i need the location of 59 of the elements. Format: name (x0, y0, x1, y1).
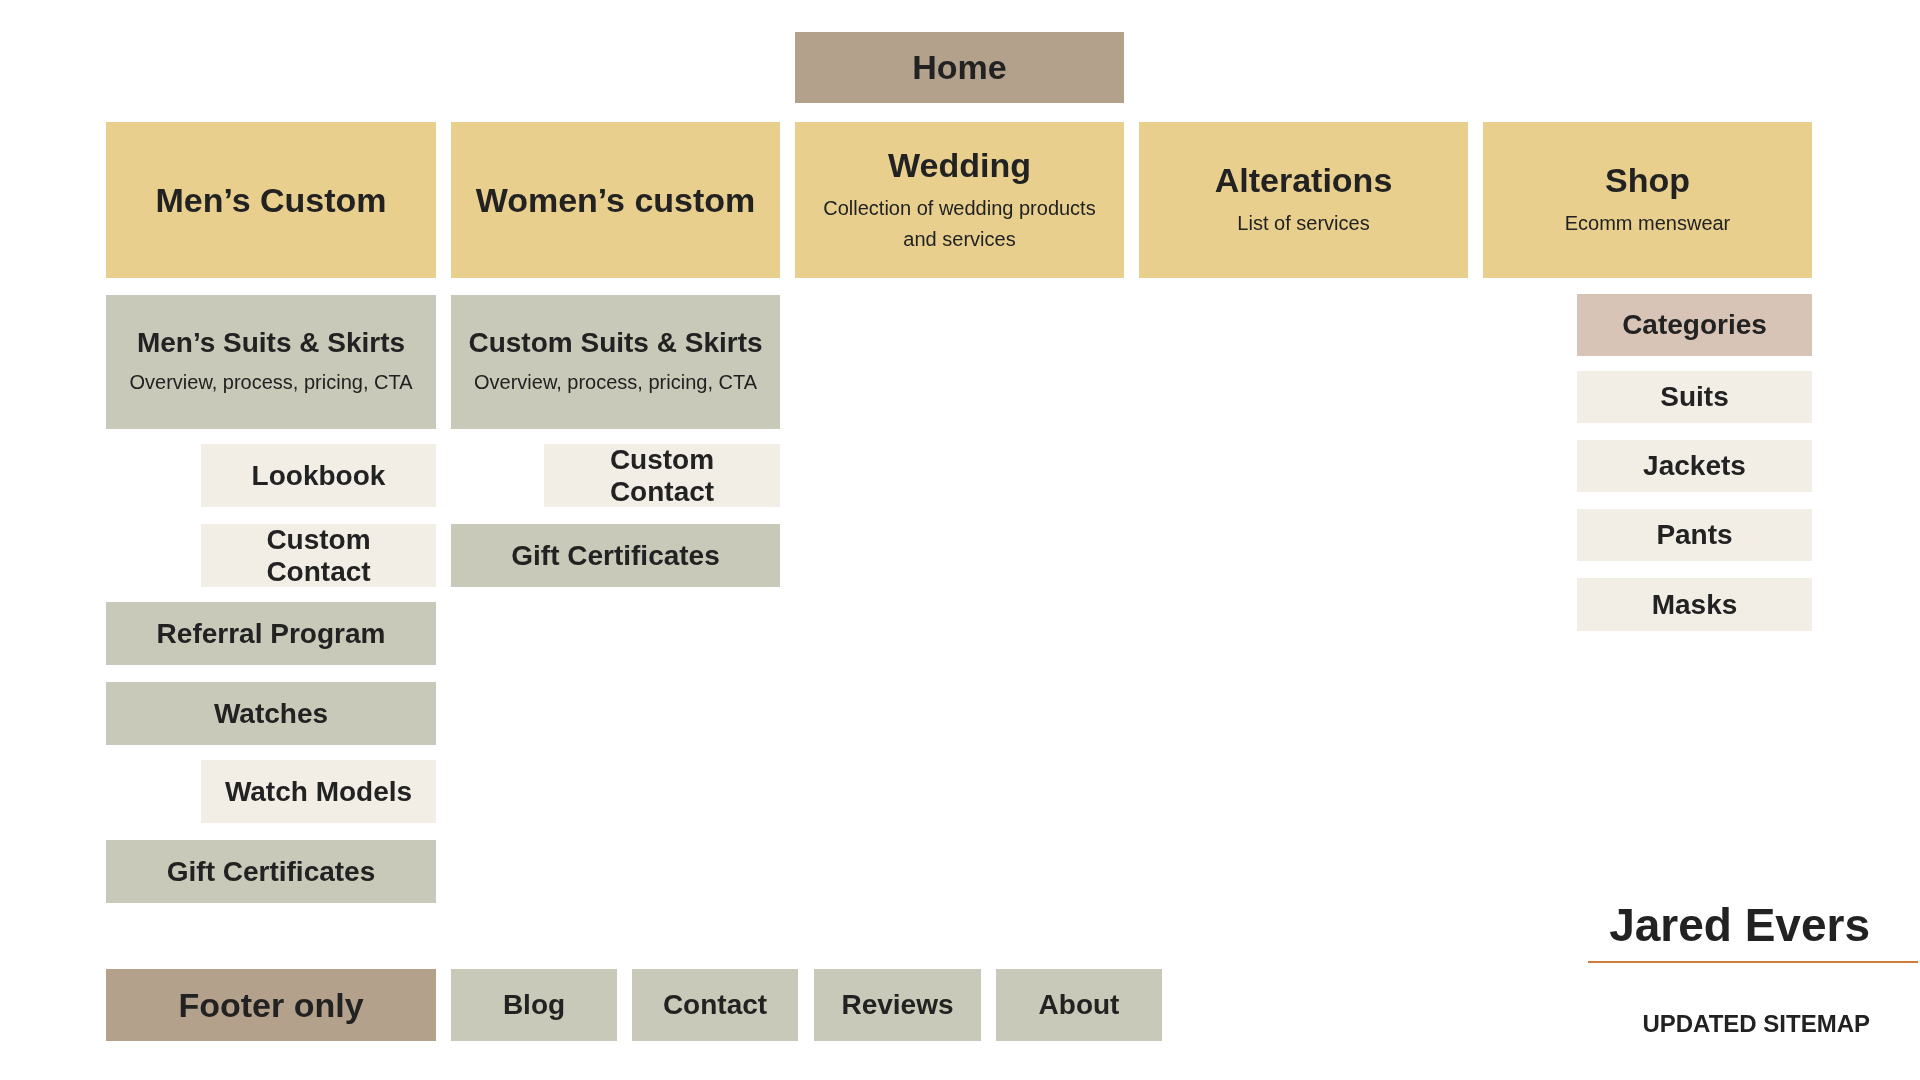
page-title: Gift Certificates (166, 855, 376, 888)
page-title: Men’s Suits & Skirts (136, 326, 406, 359)
author-name: Jared Evers (1608, 898, 1870, 952)
page-title: Lookbook (251, 459, 386, 492)
page-box (795, 32, 1124, 103)
page-box (106, 682, 436, 745)
page-title: Watch Models (224, 775, 413, 808)
page-description: Collection of wedding products and services (822, 195, 1097, 252)
page-box (451, 295, 780, 429)
page-title: Women’s custom (475, 180, 756, 220)
page-box (996, 969, 1162, 1041)
subtitle: UPDATED SITEMAP (1641, 1010, 1870, 1038)
subpage-box (1577, 509, 1812, 561)
section-box (1483, 122, 1812, 278)
page-title: Wedding (888, 145, 1031, 185)
category-header-box (1577, 294, 1812, 356)
page-box (814, 969, 981, 1041)
page-description: Overview, process, pricing, CTA (473, 369, 757, 395)
page-title: Pants (1656, 519, 1733, 551)
page-title: Blog (502, 989, 566, 1021)
subpage-box (201, 760, 436, 823)
page-box (106, 840, 436, 903)
page-title: Referral Program (156, 617, 386, 650)
page-title: Home (912, 48, 1007, 87)
subpage-box (1577, 371, 1812, 423)
page-title: Gift Certificates (511, 539, 720, 572)
subpage-box (1577, 440, 1812, 492)
page-title: Men’s Custom (155, 180, 387, 220)
page-box (451, 524, 780, 587)
page-title: Reviews (841, 989, 954, 1021)
page-title: Custom Suits & Skirts (468, 326, 763, 359)
page-box (106, 602, 436, 665)
page-description: Overview, process, pricing, CTA (129, 369, 413, 395)
section-box (451, 122, 780, 278)
page-title: Contact (662, 989, 768, 1021)
subpage-box (544, 444, 780, 507)
section-box (106, 122, 436, 278)
page-description: Ecomm menswear (1564, 211, 1731, 236)
section-box (795, 122, 1124, 278)
page-description: List of services (1237, 211, 1370, 236)
section-box (1139, 122, 1468, 278)
subpage-box (201, 524, 436, 587)
page-title: Custom Contact (265, 523, 372, 588)
page-title: Footer only (178, 985, 364, 1025)
page-title: Alterations (1214, 161, 1393, 200)
page-title: About (1038, 989, 1120, 1021)
page-box (106, 295, 436, 429)
subpage-box (201, 444, 436, 507)
page-box (106, 969, 436, 1041)
page-box (451, 969, 617, 1041)
page-box (632, 969, 798, 1041)
subpage-box (1577, 578, 1812, 631)
page-title: Shop (1605, 161, 1690, 200)
page-title: Jackets (1643, 450, 1746, 482)
page-title: Custom Contact (608, 443, 716, 508)
page-title: Suits (1660, 381, 1729, 413)
page-title: Masks (1651, 588, 1738, 621)
page-title: Watches (213, 697, 329, 730)
page-title: Categories (1622, 309, 1767, 341)
